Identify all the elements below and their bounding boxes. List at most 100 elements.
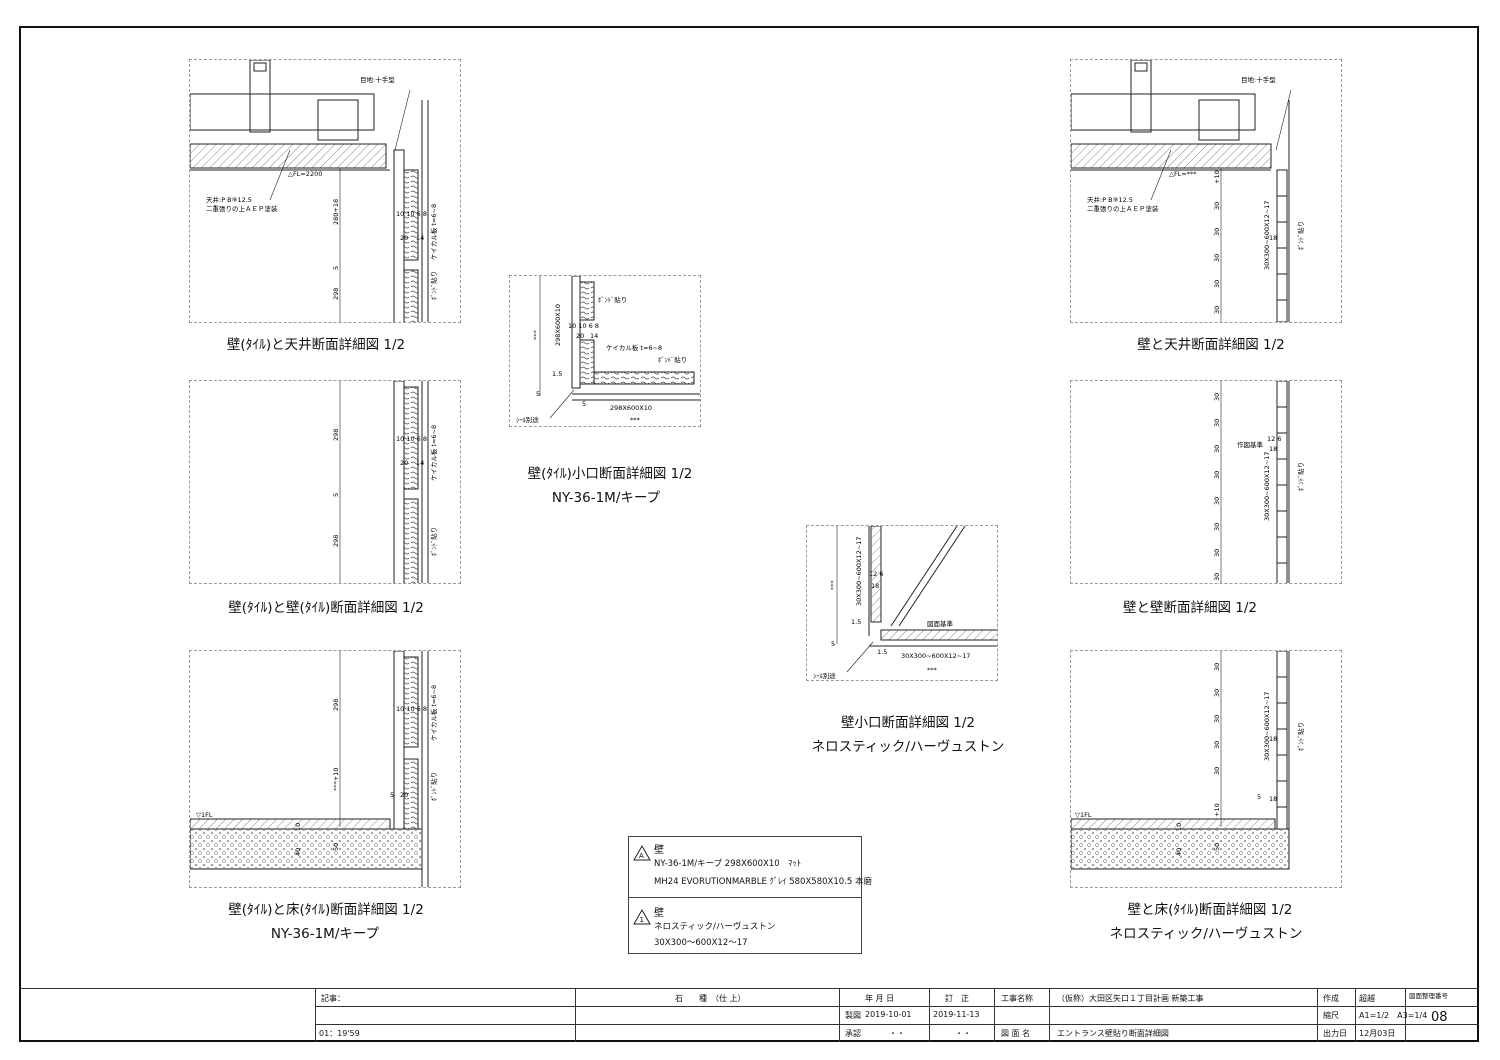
dim-s3: 1.5 — [877, 648, 887, 656]
dim-30: 30 — [1213, 689, 1221, 697]
dim-v3: 298 — [332, 535, 340, 547]
dim-20: 20 — [400, 791, 408, 799]
dim-30: 30 — [1213, 228, 1221, 236]
revision-date: 2019-11-13 — [933, 1010, 980, 1019]
label-ceiling-2: 二重張りの上ＡＥＰ塗装 — [1087, 204, 1159, 213]
caption-stone-stone: 壁と壁断面詳細図 1/2 — [1122, 600, 1258, 616]
dim-v2: ***+10 — [332, 768, 340, 791]
label-ceiling-1: 天井:P B⑨12.5 — [1087, 195, 1133, 204]
dim-v1: 298 — [332, 429, 340, 441]
caption-tile-edge: 壁(ﾀｲﾙ)小口断面詳細図 1/2 — [527, 466, 693, 482]
dim-20: 20 — [576, 332, 584, 340]
dim-14: 14 — [590, 332, 598, 340]
label-ceiling-1: 天井:P B⑨12.5 — [206, 195, 252, 204]
view-stone-stone: 30 30 30 30 30 30 30 30 30X300~600X12~17… — [1070, 380, 1342, 584]
approve-dots: ・・ — [889, 1029, 905, 1038]
dim-30: 30 — [1213, 767, 1221, 775]
dim-30: 30 — [1213, 419, 1221, 427]
dim-s2: 5 — [831, 640, 835, 648]
label-size: 30X300~600X12~17 — [1263, 452, 1271, 521]
legend-b-line2: 30X300～600X12～17 — [654, 938, 748, 948]
dim-30: 30 — [1213, 741, 1221, 749]
label-ref: 作図基準 — [1237, 440, 1264, 449]
author-label: 作成 — [1323, 994, 1339, 1003]
dim-30: 30 — [1213, 573, 1221, 581]
dim-30: 30 — [1213, 306, 1221, 314]
dim-18: 18 — [1269, 445, 1277, 453]
label-fl: △FL=2200 — [288, 170, 322, 178]
dim-30: 30 — [1213, 445, 1221, 453]
dim-s2: 5 — [536, 390, 540, 398]
dim-30: 30 — [1213, 523, 1221, 531]
made-date: 2019-10-01 — [865, 1010, 912, 1019]
revision-label: 訂 正 — [945, 994, 969, 1003]
dim-v0: +10 — [1213, 170, 1221, 184]
dim-v1: *** — [532, 330, 540, 341]
project-label: 工事名称 — [1001, 994, 1033, 1003]
label-bond: ﾎﾞﾝﾄﾞ貼り — [1296, 722, 1305, 751]
dim-18: 18 — [1269, 795, 1277, 803]
view-tile-floor: ▽1FL 10 10 6 8 20 ケイカル板 t=6~8 ﾎﾞﾝﾄﾞ貼り 29… — [189, 650, 461, 888]
label-ceiling-2: 二重張りの上ＡＥＰ塗装 — [206, 204, 278, 213]
dim-v2: 10 — [1175, 823, 1183, 831]
dim-12-6: 12 6 — [869, 570, 883, 578]
dim-14: 14 — [416, 234, 424, 242]
section-drawing: *** 30X300~600X12~17 12 6 18 図面基準 30X300… — [813, 526, 997, 680]
output-label: 出力日 — [1323, 1029, 1347, 1038]
label-bond-2: ﾎﾞﾝﾄﾞ貼り — [658, 355, 687, 364]
dim-30: 30 — [1213, 497, 1221, 505]
label-bond: ﾎﾞﾝﾄﾞ貼り — [429, 527, 438, 556]
label-seal: ｼｰﾙ別途 — [516, 415, 539, 424]
label-joint: 目地:十手型 — [360, 75, 395, 84]
dim-v6: 50 — [332, 843, 340, 851]
label-bond: ﾎﾞﾝﾄﾞ貼り — [429, 271, 438, 300]
section-drawing: ﾎﾞﾝﾄﾞ貼り ケイカル板 t=6~8 ﾎﾞﾝﾄﾞ貼り 10 10 6 8 20… — [516, 276, 700, 424]
label-bond: ﾎﾞﾝﾄﾞ貼り — [1296, 462, 1305, 491]
legend-a-line1: NY-36-1M/キープ 298X600X10 ﾏｯﾄ — [654, 859, 801, 869]
revision-dots: ・・ — [955, 1029, 971, 1038]
dim-20: 20 — [400, 234, 408, 242]
view-stone-edge: *** 30X300~600X12~17 12 6 18 図面基準 30X300… — [806, 525, 998, 681]
dim-v1: 280+18 — [332, 199, 340, 225]
legend-a-line2: MH24 EVORUTIONMARBLE ｸﾞﾚｲ 580X580X10.5 本… — [654, 877, 872, 887]
stone-slats — [1276, 169, 1288, 322]
label-fl: ▽1FL — [196, 811, 213, 819]
caption-tile-ceiling: 壁(ﾀｲﾙ)と天井断面詳細図 1/2 — [226, 337, 406, 353]
svg-text:A: A — [639, 852, 644, 860]
dim-v3: 40 — [1175, 848, 1183, 856]
view-tile-edge: ﾎﾞﾝﾄﾞ貼り ケイカル板 t=6~8 ﾎﾞﾝﾄﾞ貼り 10 10 6 8 20… — [509, 275, 701, 427]
sheet-label: 図面整理番号 — [1409, 992, 1448, 1000]
dim-30: 30 — [1213, 715, 1221, 723]
dim-s1: 1.5 — [552, 370, 562, 378]
dim-30: 30 — [1213, 549, 1221, 557]
svg-text:1: 1 — [640, 916, 644, 924]
dim-30: 30 — [1213, 280, 1221, 288]
dim-12-6: 12 6 — [1267, 435, 1281, 443]
label-joint: 目地:十手型 — [1241, 75, 1276, 84]
dim-20: 20 — [400, 459, 408, 467]
caption-stone-ceiling: 壁と天井断面詳細図 1/2 — [1137, 337, 1285, 353]
label-bond: ﾎﾞﾝﾄﾞ貼り — [1296, 221, 1305, 250]
dim-v2: 30X300~600X12~17 — [855, 537, 863, 606]
scale-value: A1=1/2 A3=1/4 — [1359, 1011, 1428, 1020]
output-date: 12月03日 — [1359, 1029, 1396, 1038]
dim-h1: 298X600X10 — [610, 404, 652, 412]
dim-v3: 298 — [332, 288, 340, 300]
dim-14: 14 — [416, 459, 424, 467]
title-block: 記事： 01：19'59 石 種 （仕 上） 年 月 日 訂 正 製図 2019… — [19, 988, 1479, 1042]
dim-18: 18 — [1269, 735, 1277, 743]
label-bond: ﾎﾞﾝﾄﾞ貼り — [598, 295, 627, 304]
caption-tile-floor-sub: NY-36-1M/キープ — [270, 926, 380, 942]
caption-stone-floor-sub: ネロスティック/ハーヴュストン — [1109, 926, 1303, 942]
legend-a-title: 壁 — [654, 845, 664, 856]
project-name: （仮称）大田区矢口１丁目計画 新築工事 — [1057, 994, 1204, 1003]
caption-stone-floor: 壁と床(ﾀｲﾙ)断面詳細図 1/2 — [1127, 902, 1293, 918]
dim-s3: 5 — [582, 400, 586, 408]
stone-slats — [1276, 651, 1288, 830]
notes-label: 記事： — [321, 994, 345, 1003]
label-size: 30X300~600X12~17 — [1263, 201, 1271, 270]
dim-v3: 5 — [390, 791, 394, 799]
caption-tile-floor: 壁(ﾀｲﾙ)と床(ﾀｲﾙ)断面詳細図 1/2 — [228, 902, 424, 918]
drawing-sheet — [19, 26, 1479, 1042]
view-tile-tile: 10 10 6 8 20 14 ケイカル板 t=6~8 ﾎﾞﾝﾄﾞ貼り 298 … — [189, 380, 461, 584]
